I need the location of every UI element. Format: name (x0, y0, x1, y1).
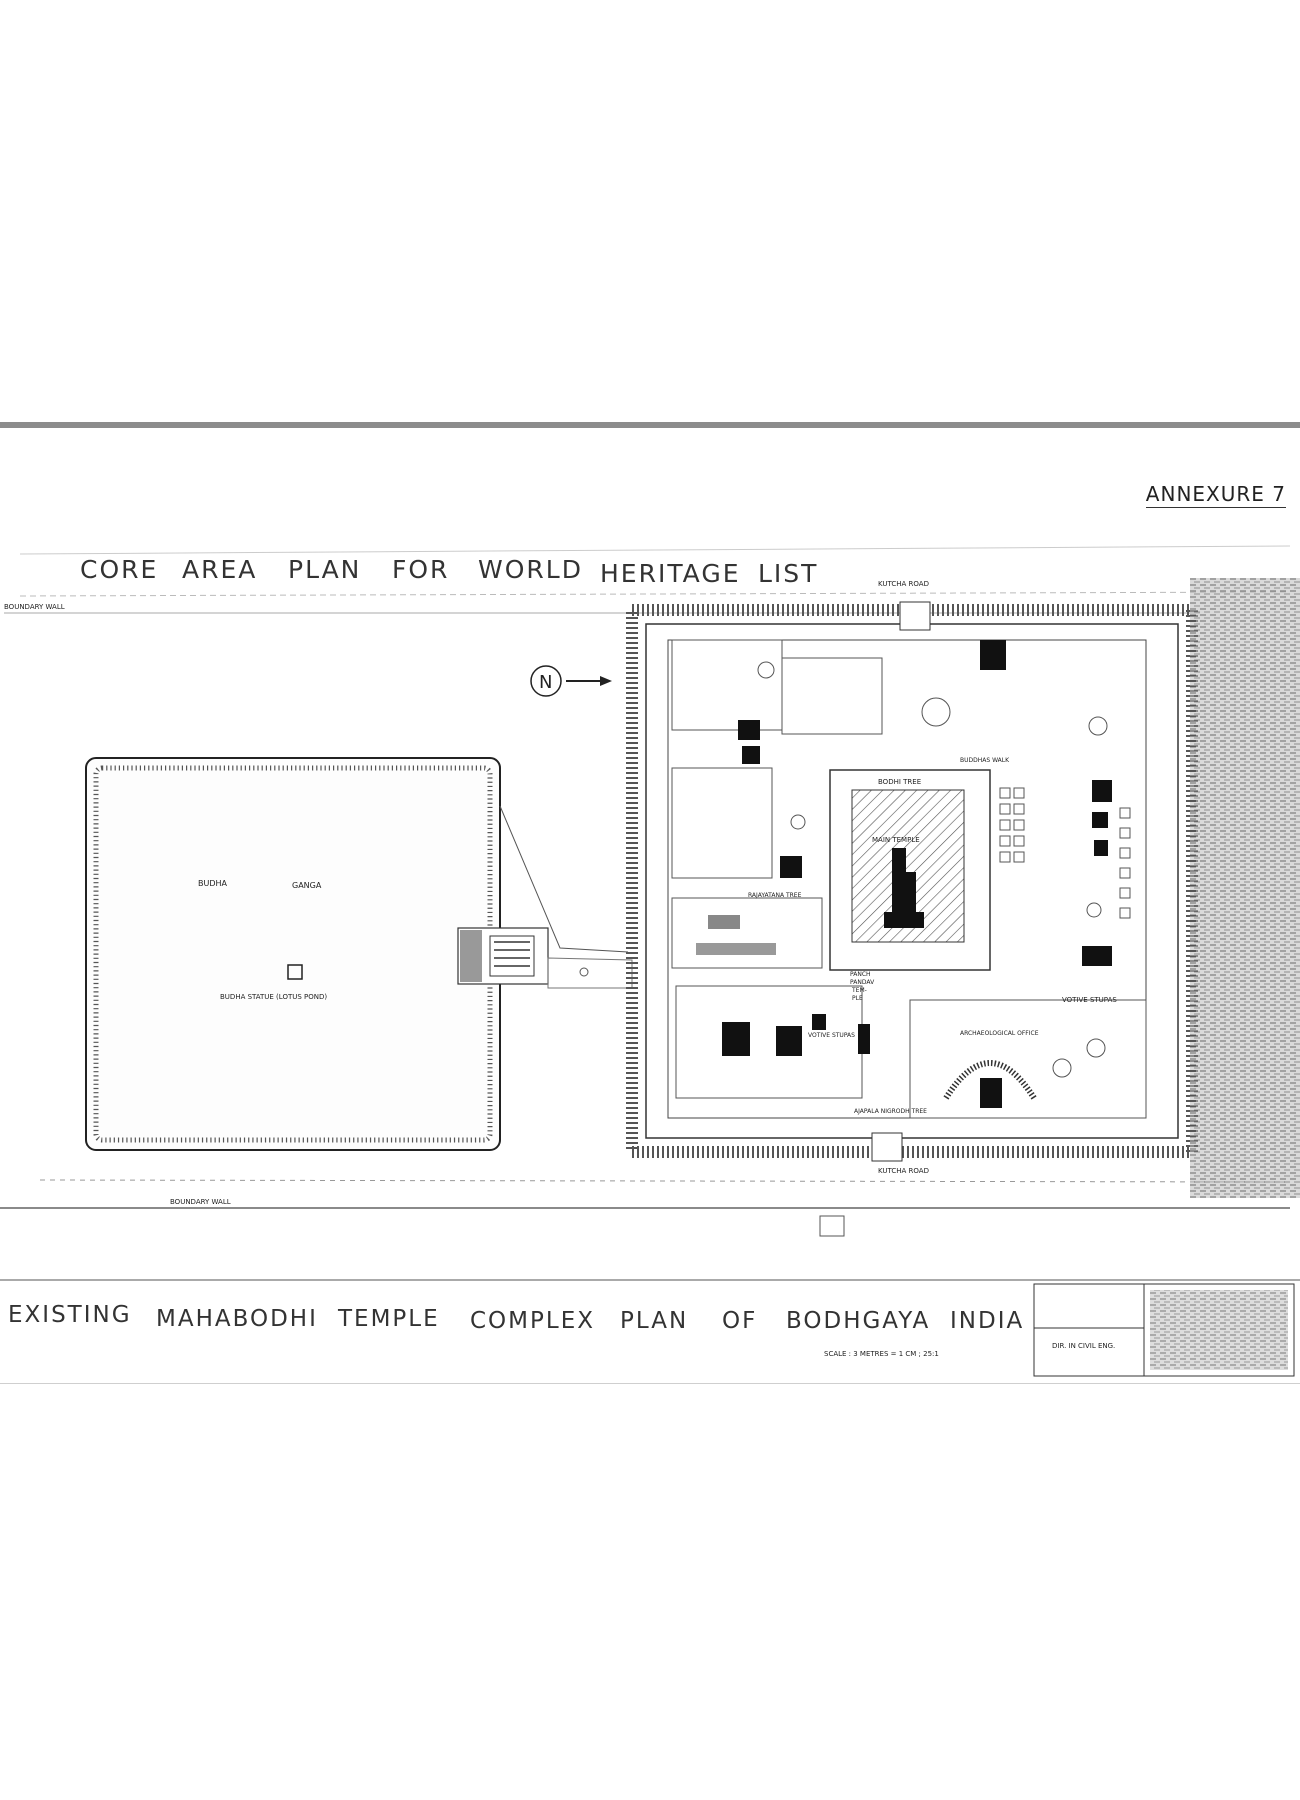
bottom-title-word: INDIA (950, 1308, 1024, 1334)
kutcha-road-top: KUTCHA ROAD (878, 580, 929, 588)
bottom-title-word: BODHGAYA (786, 1308, 930, 1334)
title-block: DIR. IN CIVIL ENG. (1033, 1283, 1295, 1377)
site-plan-drawing: CORE AREA PLAN FOR WORLD HERITAGE LIST B… (0, 545, 1300, 1377)
temple-complex (626, 601, 1198, 1162)
main-temple-label: MAIN TEMPLE (872, 836, 920, 844)
top-title-word: PLAN (288, 555, 361, 584)
north-symbol: N (539, 672, 552, 693)
kutcha-road-bottom: KUTCHA ROAD (878, 1167, 929, 1175)
bottom-title-word: OF (722, 1308, 757, 1334)
buddhas-walk-label: BUDDHAS WALK (960, 757, 1010, 764)
top-title-word: HERITAGE (600, 559, 741, 588)
north-arrow: N (530, 665, 612, 697)
top-title-word: CORE (80, 555, 158, 584)
walkway (457, 805, 633, 989)
svg-text:PLE: PLE (852, 995, 863, 1002)
bottom-title: EXISTING MAHABODHI TEMPLE COMPLEX PLAN O… (8, 1302, 1024, 1334)
annexure-label: ANNEXURE 7 (1145, 482, 1286, 508)
top-title: CORE AREA PLAN FOR WORLD HERITAGE LIST (80, 555, 818, 588)
budha-statue (287, 964, 303, 980)
svg-text:PANCH: PANCH (850, 971, 871, 978)
boundary-wall-label: BOUNDARY WALL (170, 1198, 231, 1206)
votive-stupas-label: VOTIVE STUPAS (808, 1032, 855, 1039)
bottom-title-word: COMPLEX (470, 1308, 595, 1334)
drawing-sheet: ANNEXURE 7 CORE AREA PLAN FOR WORLD HERI… (0, 422, 1300, 1384)
ajapala-tree-label: AJAPALA NIGRODH TREE (854, 1108, 927, 1115)
boundary-wall-label: BOUNDARY WALL (4, 603, 65, 611)
scale-label: SCALE : 3 METRES = 1 CM ; 25:1 (824, 1350, 939, 1358)
top-title-word: LIST (758, 559, 818, 588)
bottom-title-word: MAHABODHI (156, 1306, 318, 1332)
bottom-title-word: PLAN (620, 1308, 688, 1334)
archaeology-office-label: ARCHAEOLOGICAL OFFICE (960, 1030, 1039, 1037)
pandav-temple-label: PANCH PANDAV TEM- PLE (850, 971, 875, 1002)
svg-text:TEM-: TEM- (851, 987, 867, 994)
lotus-pond: BUDHA GANGA BUDHA STATUE (LOTUS POND) (85, 757, 501, 1151)
budha-label: BUDHA (198, 879, 228, 888)
title-block-role: DIR. IN CIVIL ENG. (1052, 1342, 1115, 1350)
smudge (1190, 578, 1300, 1198)
top-title-word: FOR (392, 555, 449, 584)
bottom-title-word: TEMPLE (337, 1306, 440, 1332)
svg-text:PANDAV: PANDAV (850, 979, 875, 986)
statue-label: BUDHA STATUE (LOTUS POND) (220, 993, 327, 1001)
bodhi-tree-label: BODHI TREE (878, 778, 921, 786)
rajayatana-tree-label: RAJAYATANA TREE (748, 892, 802, 899)
top-title-word: WORLD (478, 555, 583, 584)
bottom-title-word: EXISTING (8, 1302, 132, 1328)
top-title-word: AREA (182, 555, 257, 584)
votive-stupas-label: VOTIVE STUPAS (1062, 996, 1117, 1004)
ganga-label: GANGA (292, 881, 322, 890)
